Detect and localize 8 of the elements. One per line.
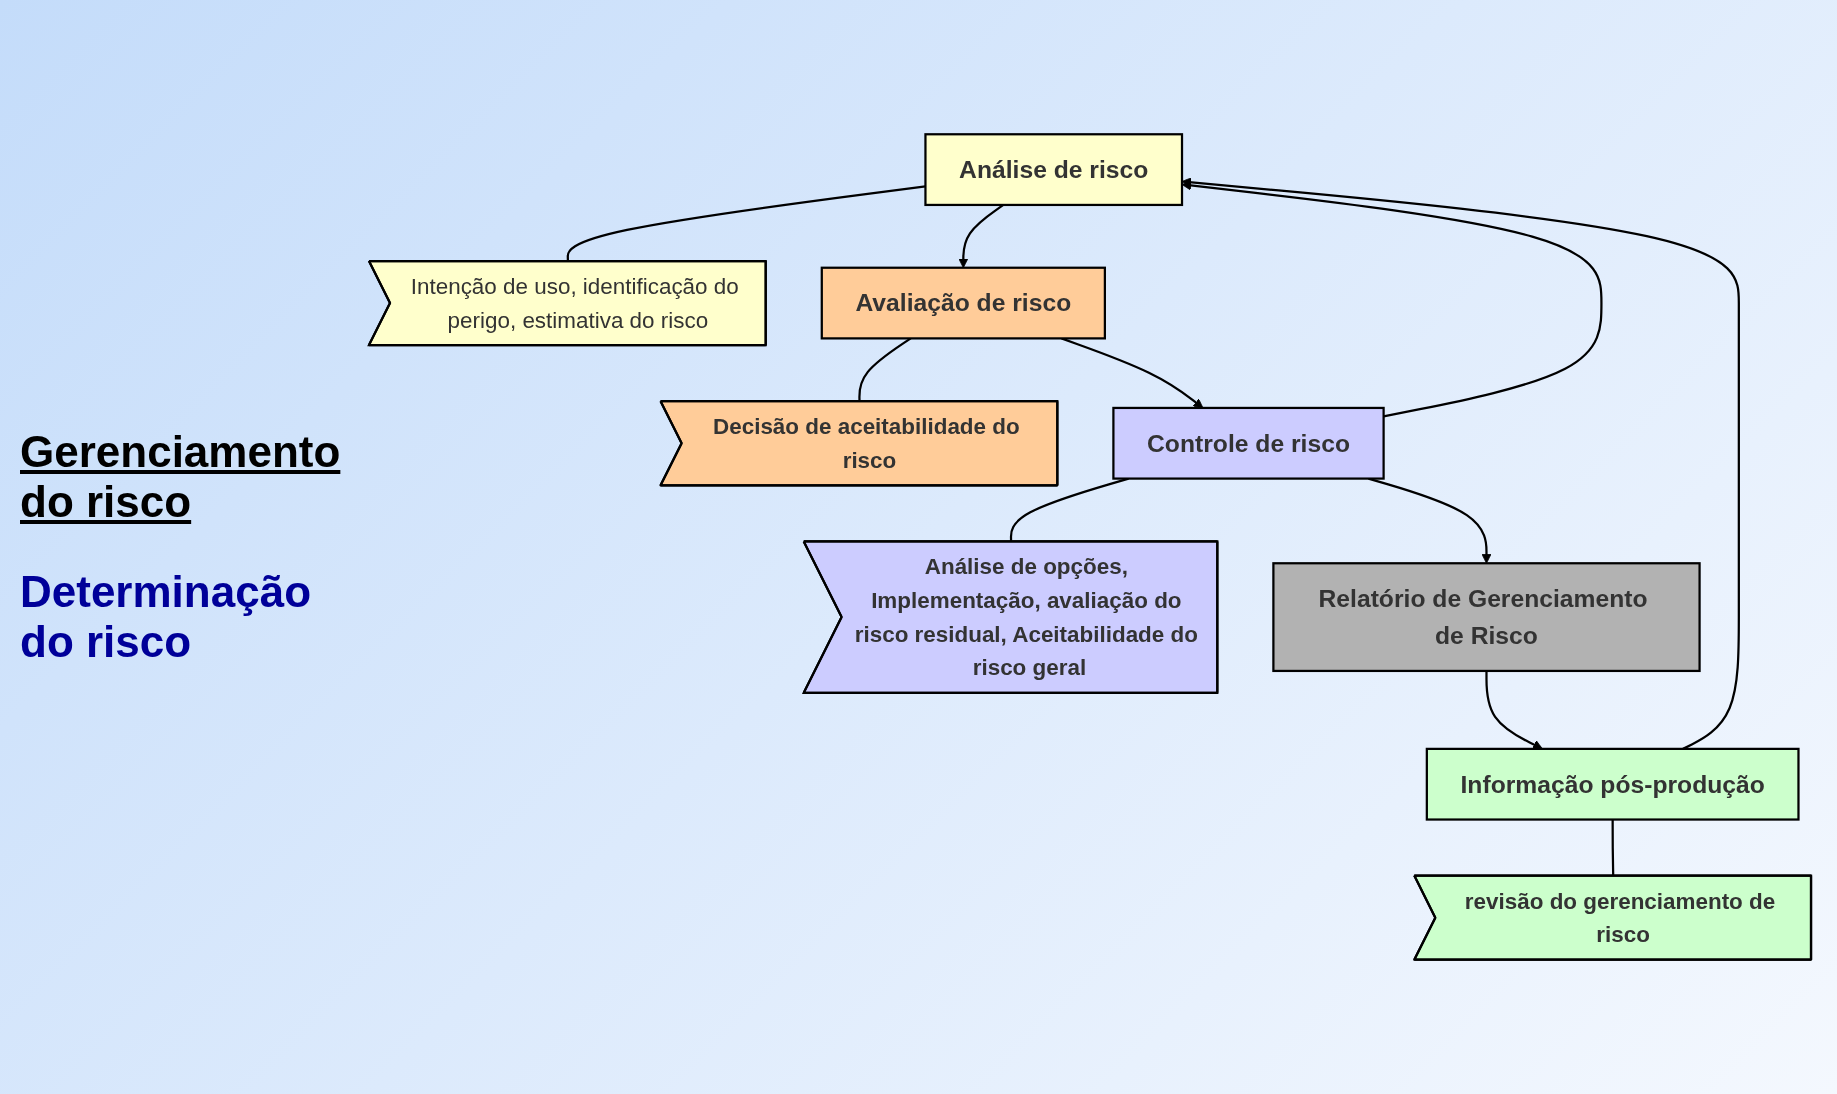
bracket-group-label: Gerenciamento do risco — [20, 427, 342, 527]
node-box: Controle de risco — [1112, 406, 1385, 480]
bracket-subgroup-label: Determinação do risco — [20, 567, 312, 667]
node-box: Relatório de Gerenciamento de Risco — [1272, 562, 1701, 673]
node-box: Análise de risco — [924, 133, 1184, 207]
node-box: Informação pós-produção — [1425, 747, 1800, 821]
connector — [566, 185, 926, 262]
node-box: Avaliação de risco — [820, 266, 1106, 340]
